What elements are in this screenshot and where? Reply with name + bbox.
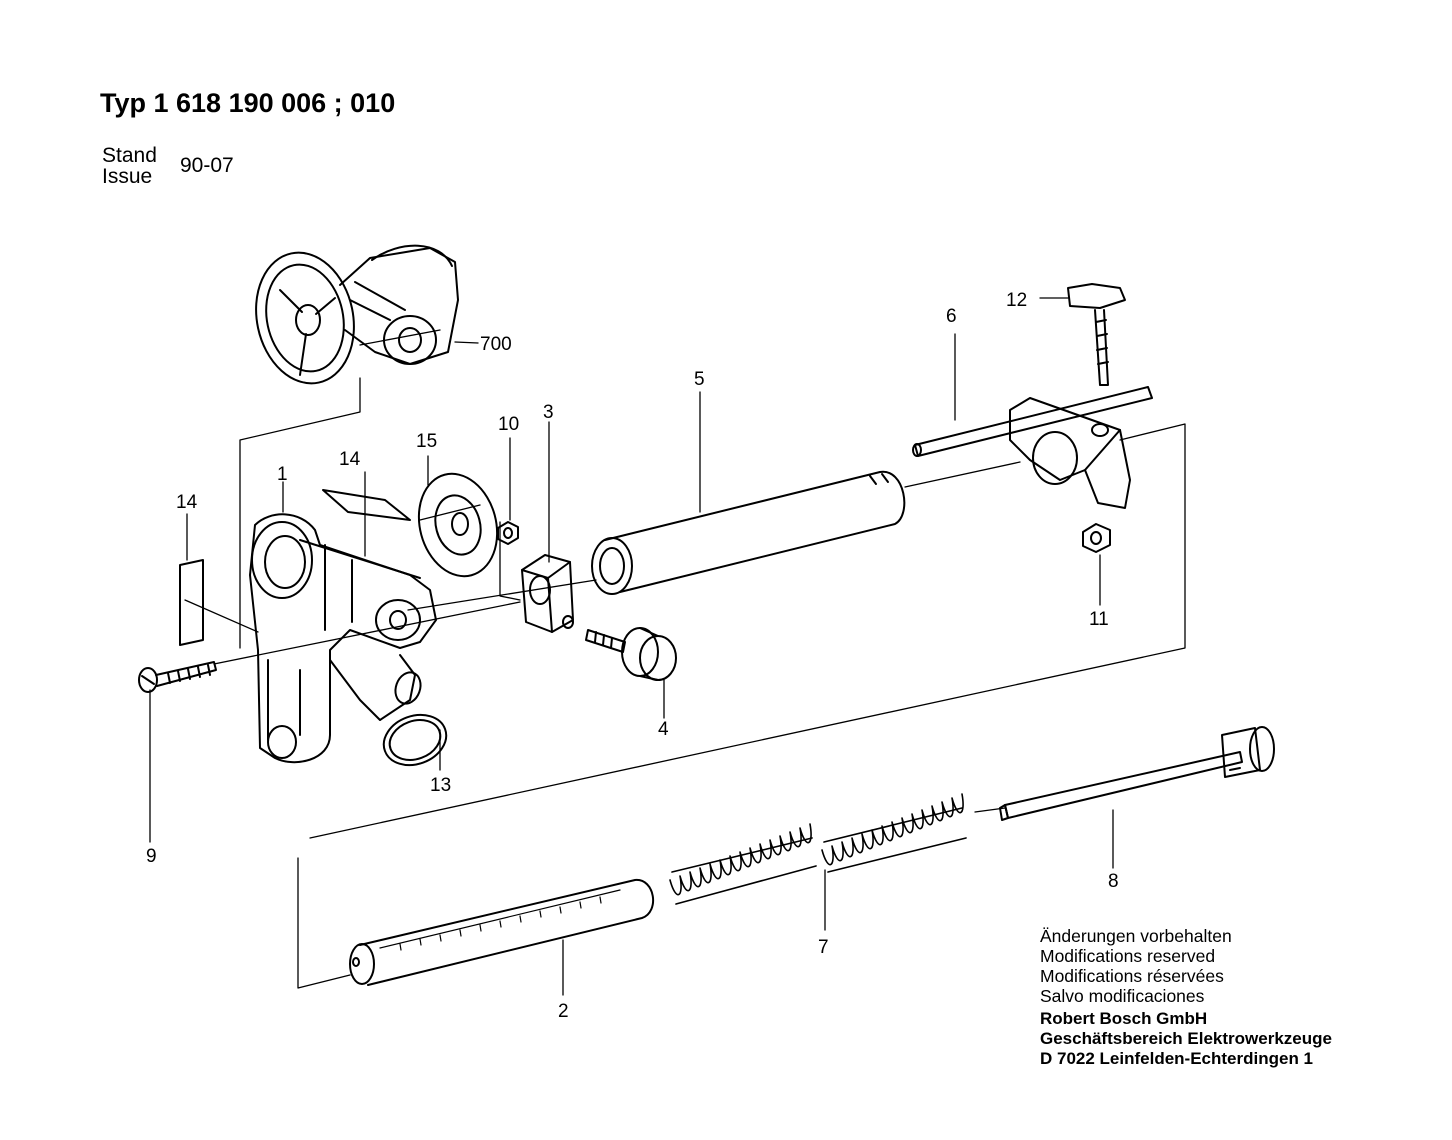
issue-label: Stand Issue (102, 145, 157, 187)
callout-2: 2 (558, 1001, 569, 1022)
label-plates (179, 489, 411, 646)
notice-en: Modifications reserved (1040, 946, 1216, 966)
issue-label-en: Issue (102, 165, 153, 188)
leader-lines (149, 297, 1114, 996)
knob-bolt (585, 627, 677, 681)
thumb-screw (1067, 283, 1126, 386)
company-block: Robert Bosch GmbH Geschäftsbereich Elekt… (1040, 1009, 1332, 1069)
callout-3: 3 (543, 402, 554, 423)
issue-date: 90-07 (180, 154, 234, 177)
callout-12: 12 (1006, 290, 1027, 311)
springs (669, 793, 967, 905)
tube (591, 470, 906, 595)
clamp (521, 554, 574, 633)
hex-shaft (999, 726, 1275, 821)
notice-es: Salvo modificaciones (1040, 986, 1205, 1006)
diagram-title: Typ 1 618 190 006 ; 010 (100, 88, 396, 118)
company-address: D 7022 Leinfelden-Echterdingen 1 (1040, 1049, 1314, 1068)
modifications-notice: Änderungen vorbehalten Modifications res… (1040, 926, 1232, 1006)
callout-14-label-top: 14 (339, 449, 361, 470)
o-ring (382, 713, 448, 767)
callout-8: 8 (1108, 871, 1119, 892)
callout-700: 700 (480, 334, 512, 355)
callout-9: 9 (146, 846, 157, 867)
callout-numbers: 700 1 2 3 4 5 6 7 8 9 10 11 12 13 14 14 … (146, 290, 1119, 1022)
housing (249, 513, 437, 764)
issue-label-de: Stand (102, 144, 157, 167)
callout-6: 6 (946, 306, 957, 327)
callout-10: 10 (498, 414, 519, 435)
callout-4: 4 (658, 719, 669, 740)
callout-14-label-left: 14 (176, 492, 198, 513)
company-division: Geschäftsbereich Elektrowerkzeuge (1040, 1029, 1332, 1048)
scale-tube (349, 878, 655, 986)
notice-de: Änderungen vorbehalten (1040, 926, 1232, 946)
group-boundary-lines (239, 377, 1186, 989)
callout-5: 5 (694, 369, 705, 390)
hex-nut (1082, 523, 1111, 553)
handwheel-assembly (255, 244, 459, 385)
screw (138, 661, 217, 693)
small-nut (497, 521, 519, 545)
callout-1: 1 (277, 464, 288, 485)
callout-13: 13 (430, 775, 451, 796)
company-name: Robert Bosch GmbH (1040, 1009, 1208, 1028)
notice-fr: Modifications réservées (1040, 966, 1224, 986)
guide-rod-block (912, 386, 1153, 509)
callout-7: 7 (818, 937, 829, 958)
callout-15: 15 (416, 431, 437, 452)
callout-11: 11 (1089, 609, 1109, 630)
disc-washer (417, 472, 499, 578)
